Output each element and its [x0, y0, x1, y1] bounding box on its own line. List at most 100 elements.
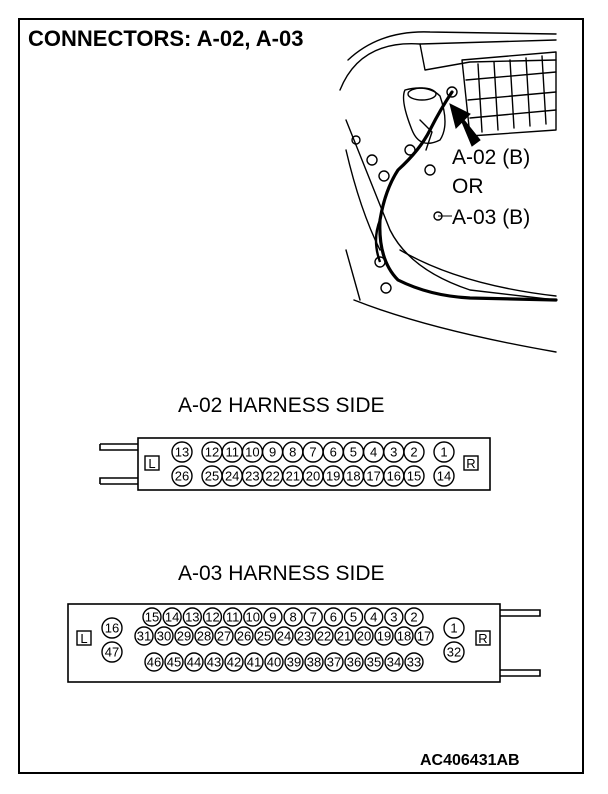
a03-pin-circle [344, 652, 364, 672]
a03-pin-number: 18 [397, 629, 411, 644]
a03-pin: 12 [202, 607, 223, 627]
a02-left-marker: L [144, 455, 160, 471]
a02-pin: 13 [171, 441, 193, 463]
a03-pin-number: 23 [297, 629, 311, 644]
a03-pin-circle [364, 652, 384, 672]
a02-pin: 25 [201, 465, 223, 487]
a03-pin-circle [254, 626, 274, 646]
a03-pin-circle [164, 652, 184, 672]
a03-pin-circle [343, 607, 364, 627]
a03-pin-circle [234, 626, 254, 646]
a03-pin: 16 [101, 617, 123, 639]
a03-pin-circle [404, 652, 424, 672]
a03-pin-number: 30 [157, 629, 171, 644]
a03-pin-number: 27 [217, 629, 231, 644]
callout-a02: A-02 (B) [452, 146, 531, 169]
a03-pin-circle [303, 607, 323, 627]
a03-pin-circle [154, 626, 174, 646]
a03-pin: 35 [364, 652, 384, 672]
a03-pin: 1 [443, 617, 465, 639]
a02-pin-circle [433, 465, 455, 487]
a02-pin-circle [433, 441, 455, 463]
reference-code: AC406431AB [420, 752, 520, 769]
a02-pin-number: 23 [245, 469, 259, 484]
a03-pin: 47 [101, 641, 123, 663]
a02-pin-number: 24 [225, 469, 239, 484]
a03-pin-number: 8 [289, 610, 296, 625]
a03-pin-circle [354, 626, 374, 646]
a03-pin-circle [324, 652, 344, 672]
a03-pin: 24 [274, 626, 294, 646]
callout-or: OR [452, 175, 484, 198]
a03-pin-number: 40 [267, 655, 281, 670]
a03-pin: 44 [184, 652, 204, 672]
a03-pin: 20 [354, 626, 374, 646]
a03-pin-number: 5 [350, 610, 357, 625]
a03-pin: 28 [194, 626, 214, 646]
a03-pin: 45 [164, 652, 184, 672]
a03-pin: 39 [284, 652, 304, 672]
a03-pin-number: 29 [177, 629, 191, 644]
a03-pin: 9 [263, 607, 283, 627]
a03-pin-circle [101, 617, 123, 639]
a02-pin-circle [171, 465, 193, 487]
a02-pin-number: 19 [326, 469, 340, 484]
a03-pin: 42 [224, 652, 244, 672]
a03-pin-circle [202, 607, 223, 627]
a03-pin-number: 7 [310, 610, 317, 625]
a03-harness-label: A-03 HARNESS SIDE [178, 562, 385, 585]
a03-pin: 14 [162, 607, 182, 627]
a03-pin-number: 1 [450, 621, 457, 636]
a02-pin: 15 [403, 465, 425, 487]
a03-pin-circle [144, 652, 164, 672]
a03-right-marker-text: R [478, 631, 487, 646]
a02-pin-number: 8 [289, 445, 296, 460]
a03-pin: 41 [244, 652, 264, 672]
a02-pin: 19 [322, 465, 344, 487]
a03-pin: 37 [324, 652, 344, 672]
a03-pin-number: 17 [417, 629, 431, 644]
a03-pin-number: 28 [197, 629, 211, 644]
a03-pin: 23 [294, 626, 314, 646]
a03-pin-circle [284, 652, 304, 672]
a02-pin: 17 [362, 465, 385, 487]
a03-pin: 26 [234, 626, 254, 646]
a03-pin-circle [184, 652, 204, 672]
a02-pin-number: 9 [269, 445, 276, 460]
a03-pin-number: 43 [207, 655, 221, 670]
a02-pin-number: 20 [306, 469, 320, 484]
a03-pin-number: 21 [337, 629, 351, 644]
a03-pin-circle [244, 652, 264, 672]
a03-pin: 40 [264, 652, 284, 672]
a03-pin-number: 6 [330, 610, 337, 625]
a03-pin-number: 11 [226, 610, 240, 625]
a03-pin: 29 [174, 626, 194, 646]
a03-pin-circle [443, 617, 465, 639]
a03-pin-circle [162, 607, 182, 627]
a03-pin: 31 [134, 626, 154, 646]
a03-pin-number: 46 [147, 655, 161, 670]
a03-pin-number: 31 [137, 629, 151, 644]
a03-pin: 34 [384, 652, 404, 672]
a03-left-marker: L [76, 630, 92, 646]
a03-pin-number: 37 [327, 655, 341, 670]
a03-pin-circle [243, 607, 263, 627]
a03-pin-number: 25 [257, 629, 271, 644]
a02-pin-number: 5 [350, 445, 357, 460]
a03-pin-circle [314, 626, 334, 646]
a03-pin-number: 45 [167, 655, 181, 670]
a03-pin-number: 3 [390, 610, 397, 625]
a03-pin: 27 [214, 626, 234, 646]
a03-pin-number: 15 [145, 610, 159, 625]
a03-pin-number: 35 [367, 655, 381, 670]
a03-pin-circle [204, 652, 224, 672]
a02-pin-circle [403, 465, 425, 487]
a03-pin: 10 [243, 607, 263, 627]
a02-pin-circle [171, 441, 193, 463]
a03-pin-circle [374, 626, 394, 646]
a03-pin-circle [404, 607, 424, 627]
a03-pin-number: 10 [246, 610, 260, 625]
